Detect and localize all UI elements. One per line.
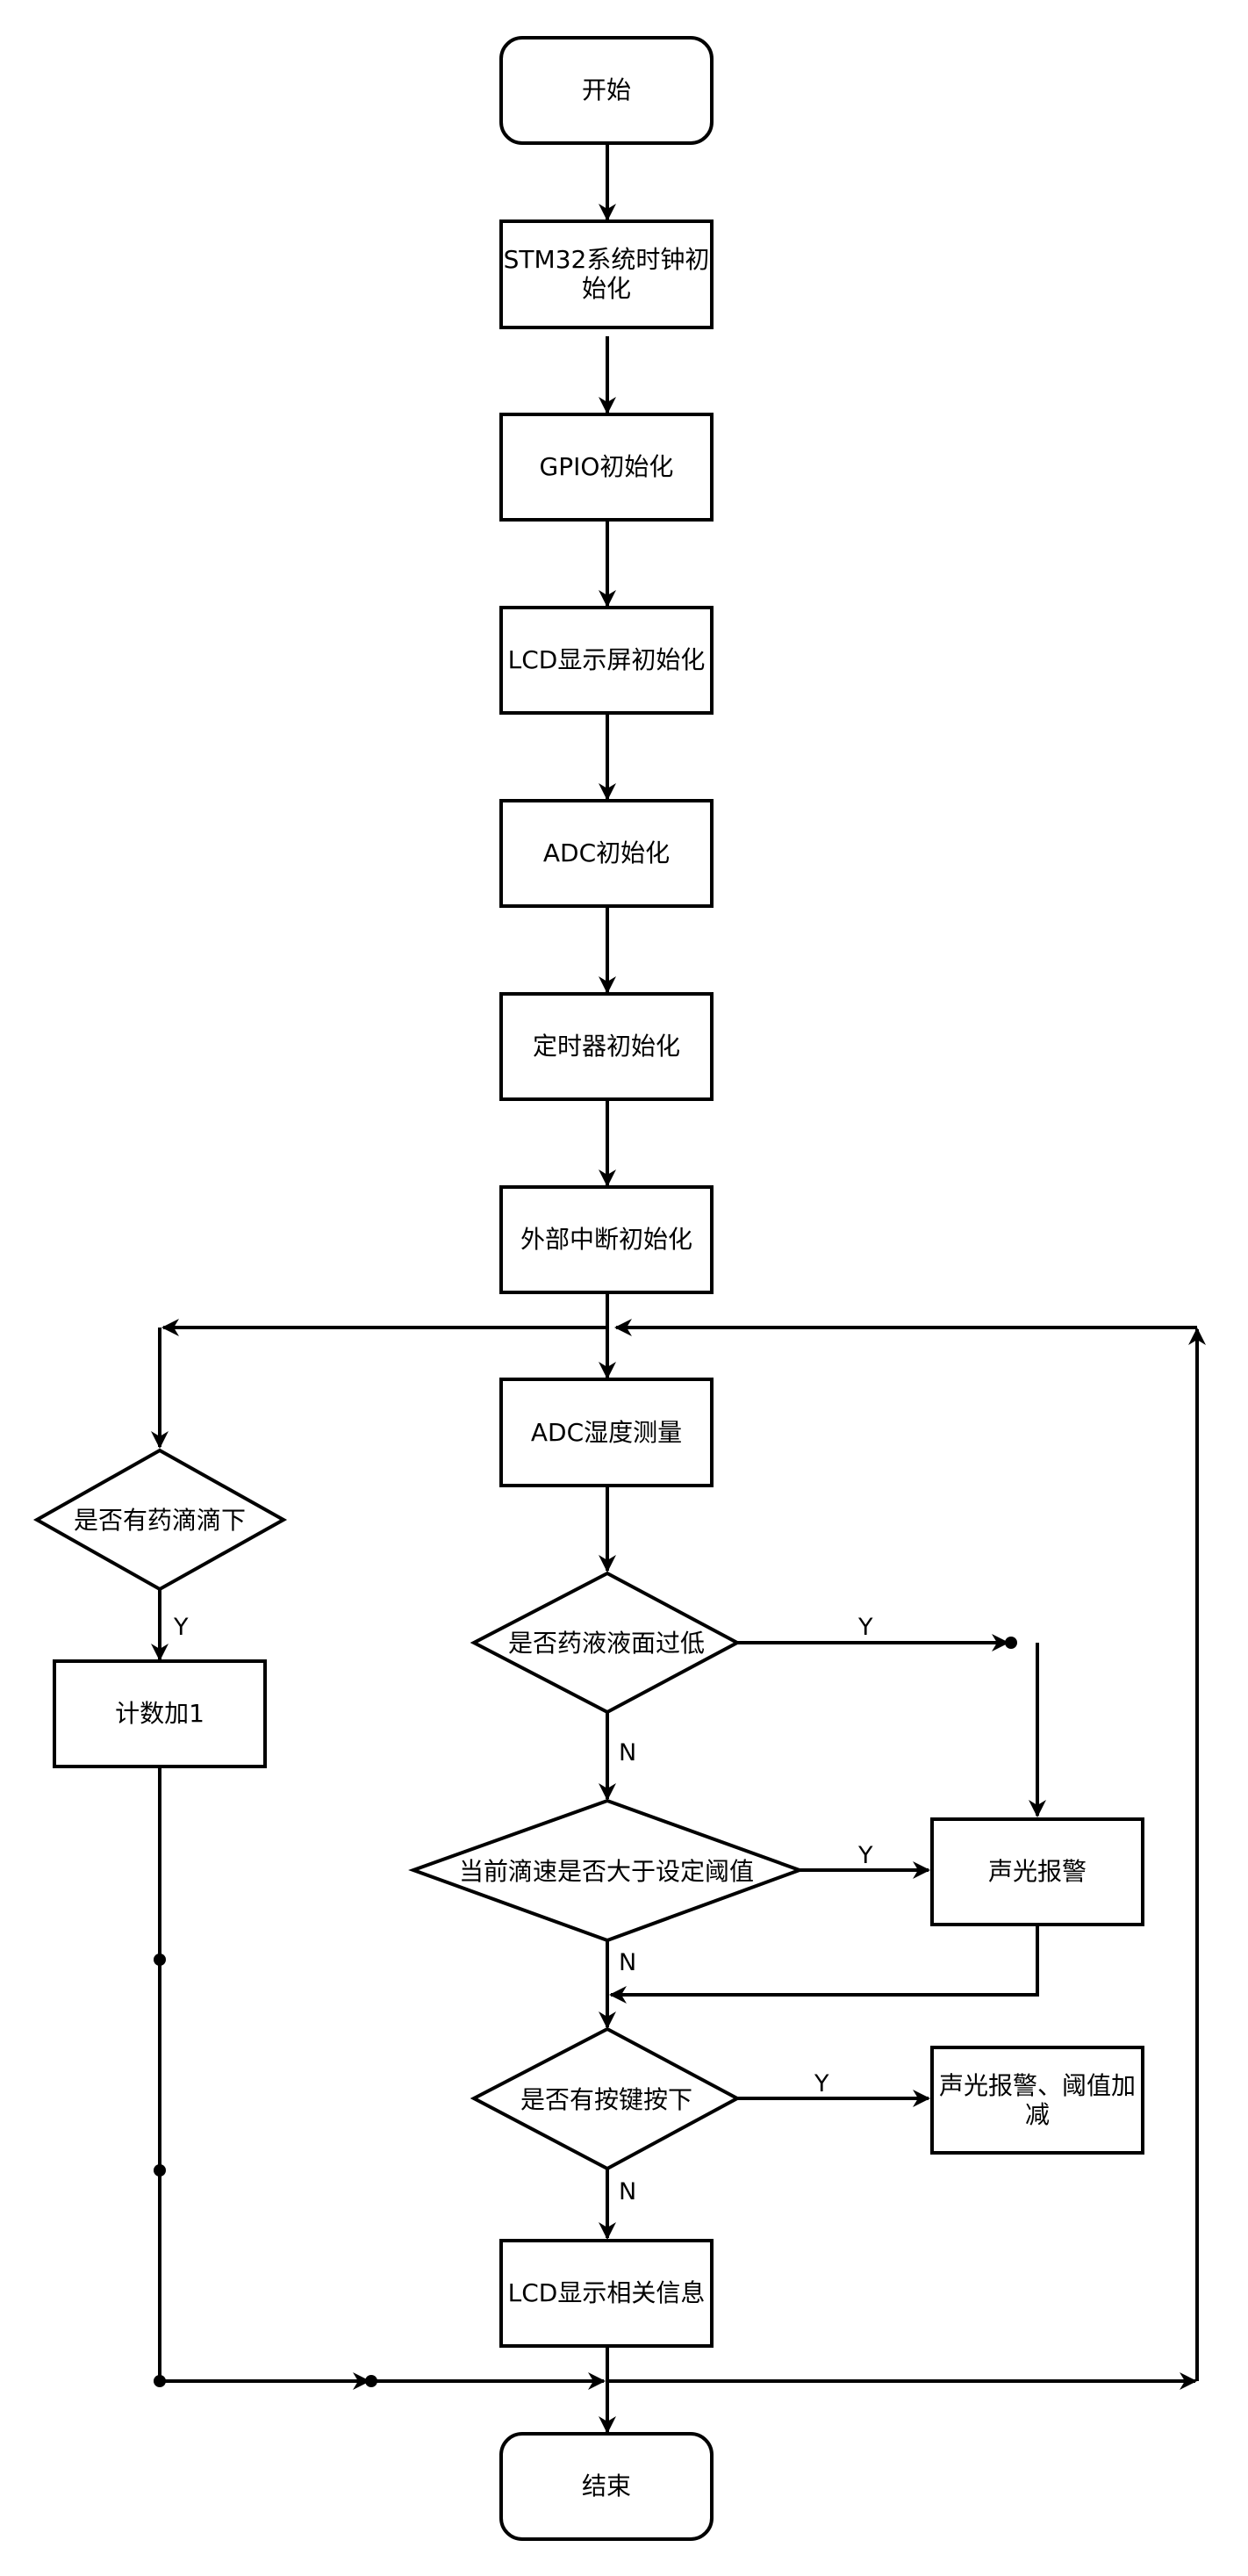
sysclk-init-label-line1: STM32系统时钟初 — [504, 245, 710, 274]
start-label: 开始 — [582, 76, 631, 104]
junction-left-1 — [154, 1954, 166, 1966]
adc-init-node: ADC初始化 — [499, 799, 714, 908]
sysclk-init-label-line2: 始化 — [582, 274, 631, 303]
alarm-node: 声光报警 — [930, 1817, 1144, 1926]
key-action-label-line1: 声光报警、阈值加 — [939, 2071, 1136, 2100]
gpio-init-node: GPIO初始化 — [499, 413, 714, 522]
timer-init-node: 定时器初始化 — [499, 992, 714, 1101]
key-no-label: N — [619, 2178, 636, 2205]
level-no-label: N — [619, 1739, 636, 1767]
speed-check-label: 当前滴速是否大于设定阈值 — [459, 1857, 754, 1886]
drip-check-label: 是否有药滴滴下 — [74, 1506, 246, 1535]
end-label: 结束 — [582, 2472, 631, 2500]
key-yes-label: Y — [814, 2070, 829, 2097]
level-check-label: 是否药液液面过低 — [508, 1629, 705, 1658]
adc-init-label: ADC初始化 — [543, 838, 670, 867]
lcd-init-label: LCD显示屏初始化 — [508, 645, 706, 674]
adc-measure-node: ADC湿度测量 — [499, 1378, 714, 1487]
count-label: 计数加1 — [115, 1699, 204, 1728]
exti-init-node: 外部中断初始化 — [499, 1185, 714, 1294]
edge-alarm-merge — [609, 1925, 1039, 2004]
key-check-node: 是否有按键按下 — [470, 2026, 742, 2171]
speed-yes-label: Y — [857, 1842, 873, 1869]
nodes: 开始 STM32系统时钟初 始化 GPIO初始化 LCD显示屏初始化 ADC初始… — [32, 36, 1144, 2541]
level-check-node: 是否药液液面过低 — [470, 1571, 742, 1715]
junction-left-2 — [154, 2164, 166, 2177]
sysclk-init-node: STM32系统时钟初 始化 — [499, 219, 714, 329]
edges — [151, 144, 1206, 2434]
speed-no-label: N — [619, 1949, 636, 1976]
adc-measure-label: ADC湿度测量 — [531, 1418, 682, 1447]
key-check-label: 是否有按键按下 — [520, 2085, 692, 2114]
speed-check-node: 当前滴速是否大于设定阈值 — [408, 1798, 805, 1943]
timer-init-label: 定时器初始化 — [533, 1032, 680, 1061]
key-action-node: 声光报警、阈值加 减 — [930, 2046, 1144, 2155]
lcd-show-label: LCD显示相关信息 — [508, 2278, 706, 2307]
level-yes-label: Y — [857, 1614, 873, 1641]
gpio-init-label: GPIO初始化 — [540, 452, 674, 481]
junction-level — [1005, 1637, 1017, 1649]
count-node: 计数加1 — [53, 1659, 267, 1768]
lcd-init-node: LCD显示屏初始化 — [499, 606, 714, 715]
exti-init-label: 外部中断初始化 — [520, 1225, 692, 1254]
lcd-show-node: LCD显示相关信息 — [499, 2239, 714, 2348]
key-action-label-line2: 减 — [1025, 2100, 1050, 2129]
drip-check-node: 是否有药滴滴下 — [32, 1448, 288, 1592]
edge-labels: Y Y N Y N Y N — [173, 1614, 873, 2205]
drip-yes-label: Y — [173, 1614, 189, 1641]
alarm-label: 声光报警 — [988, 1857, 1087, 1886]
end-node: 结束 — [499, 2432, 714, 2541]
start-node: 开始 — [499, 36, 714, 145]
